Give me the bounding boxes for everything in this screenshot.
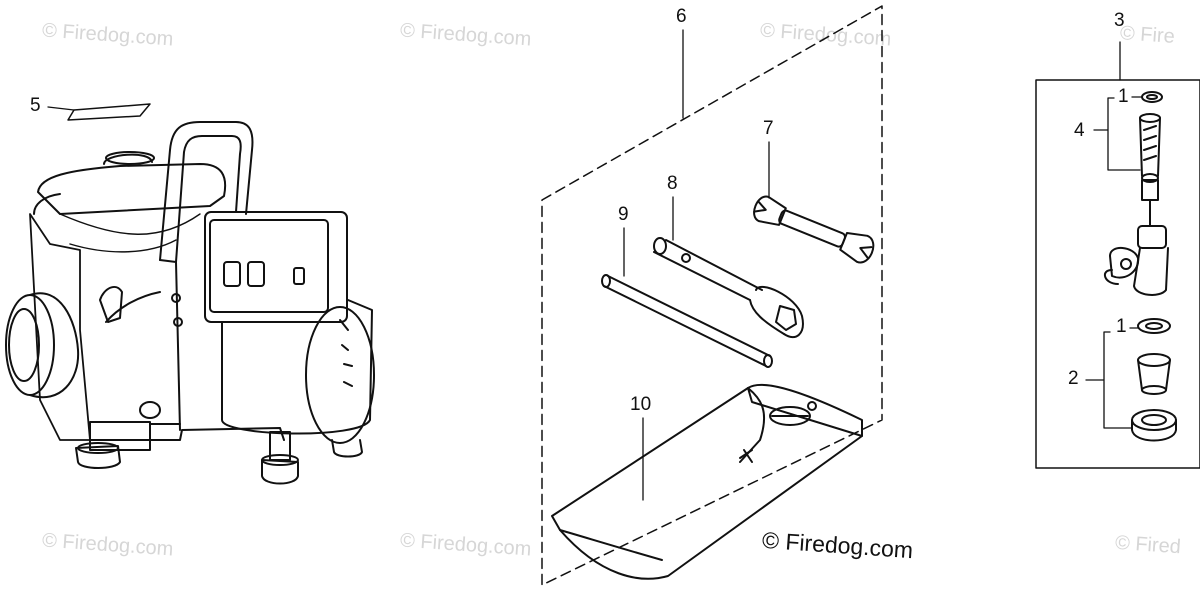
tool-bag-illustration	[551, 383, 863, 580]
callout-9: 9	[618, 204, 629, 225]
washer-bottom-illustration	[1137, 318, 1171, 334]
spanner-illustration	[653, 237, 804, 339]
wrench-illustration	[753, 195, 875, 264]
callout-7: 7	[763, 118, 774, 139]
callout-1-bottom: 1	[1116, 316, 1127, 337]
filter-screen-illustration	[1139, 113, 1161, 201]
fuel-cock-panel-outline	[1035, 79, 1200, 469]
leader-4	[1093, 97, 1141, 171]
label-plate	[67, 103, 151, 121]
generator-illustration	[5, 103, 375, 485]
callout-5: 5	[30, 95, 41, 116]
washer-top-illustration	[1141, 91, 1163, 103]
callout-10: 10	[630, 394, 652, 415]
callout-6: 6	[676, 6, 687, 27]
leader-5	[47, 106, 75, 111]
callout-1-top: 1	[1118, 86, 1129, 107]
tool-kit-panel-outline	[541, 5, 883, 586]
tommy-bar-illustration	[601, 274, 773, 368]
sediment-cup-illustration	[1131, 353, 1177, 442]
leader-2	[1085, 331, 1133, 429]
fuel-cock-illustration	[1103, 199, 1169, 296]
callout-3: 3	[1114, 10, 1125, 31]
callout-8: 8	[667, 173, 678, 194]
callout-4: 4	[1074, 120, 1085, 141]
callout-2: 2	[1068, 368, 1079, 389]
